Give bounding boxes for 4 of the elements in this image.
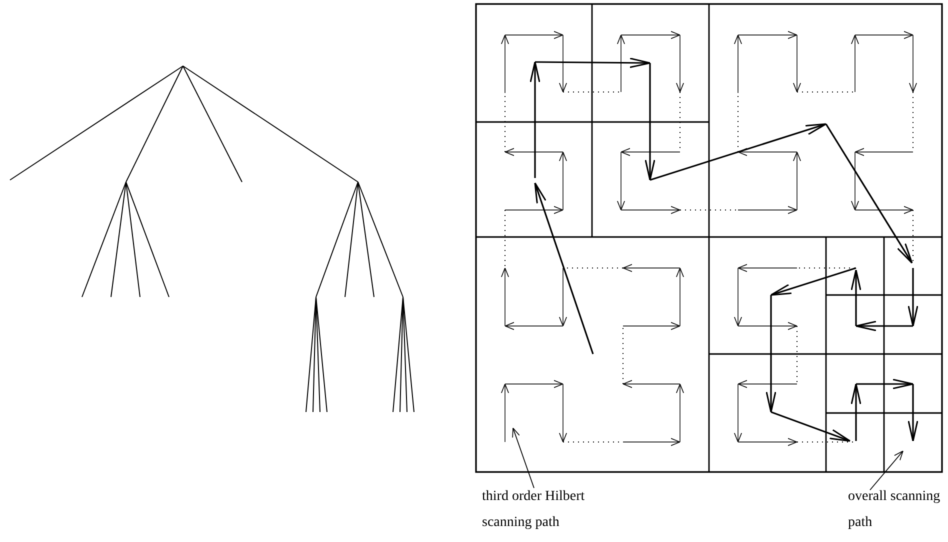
callout-label: third order Hilbert scanning path — [482, 488, 586, 532]
callout-label: overall scanning path — [848, 488, 942, 532]
leader-line — [512, 428, 534, 488]
leader-line — [870, 450, 904, 490]
